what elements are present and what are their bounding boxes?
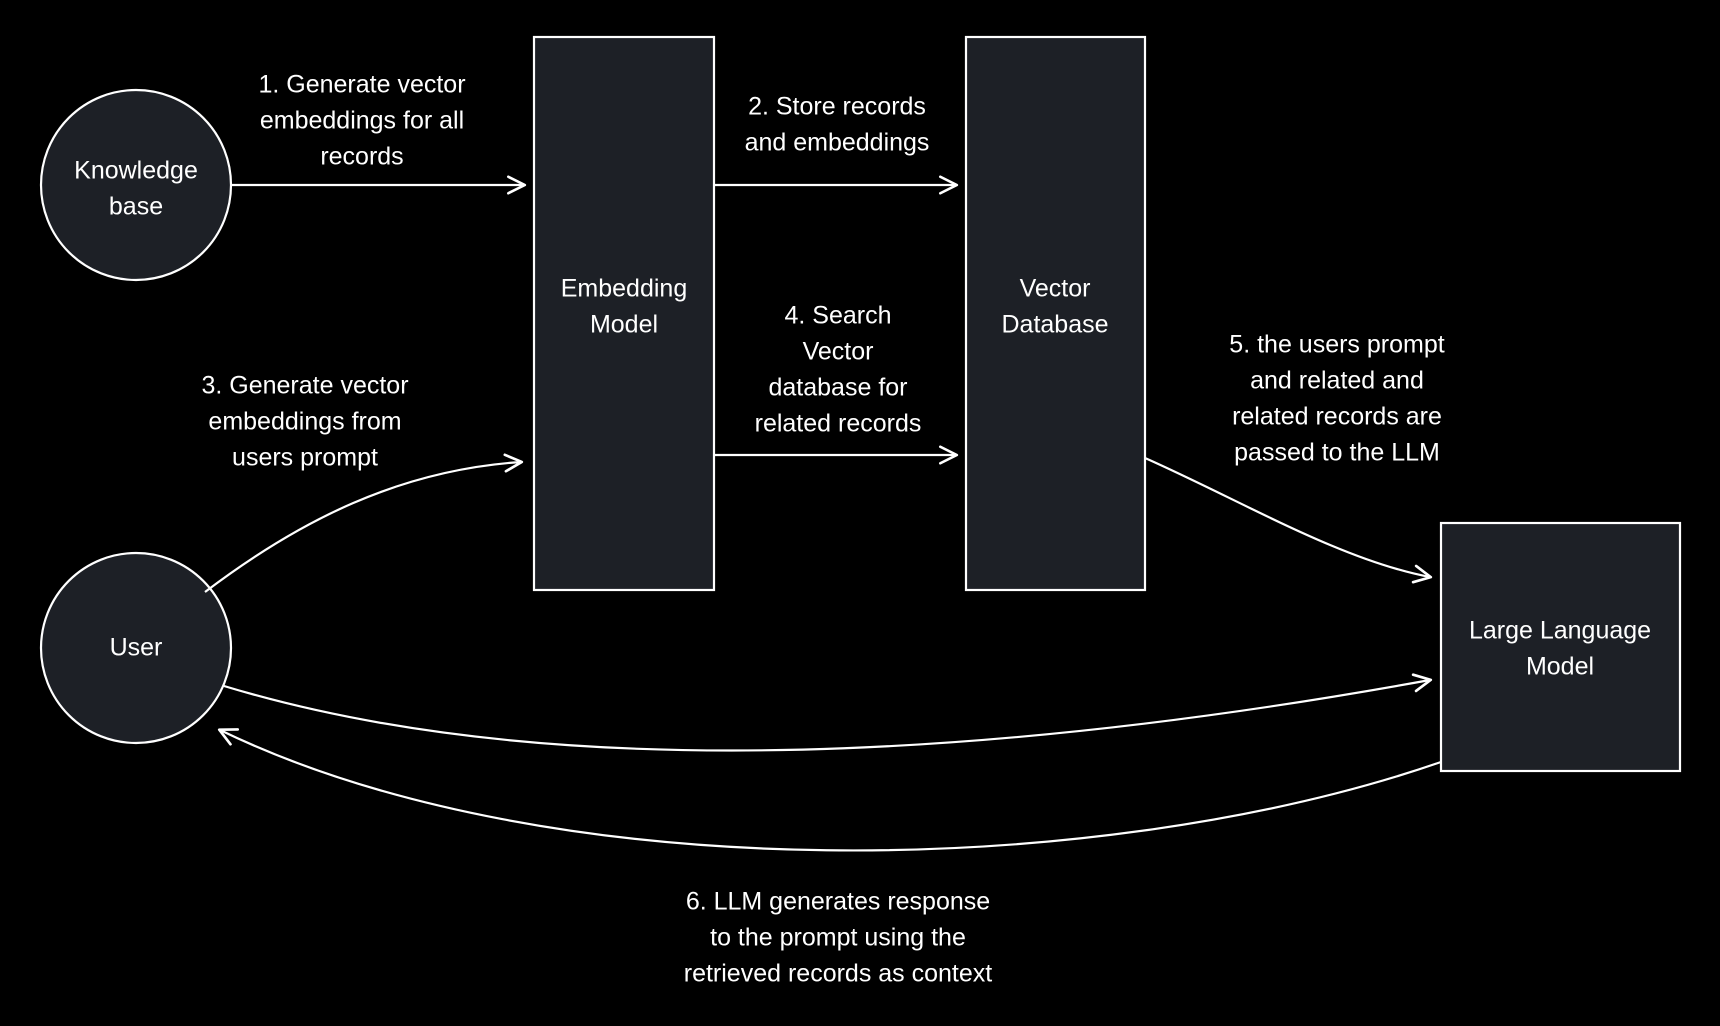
edge-6-line — [217, 728, 1442, 852]
edge-5-label-line4: passed to the LLM — [1234, 439, 1440, 467]
vector-database-label-line1: Vector — [1020, 275, 1091, 303]
embedding-model-box[interactable] — [532, 35, 716, 592]
edge-4-label-line2: Vector — [803, 338, 874, 366]
edge-3-user-to-embedding-model: 3. Generate vector embeddings from users… — [201, 372, 524, 593]
vector-database-box[interactable] — [964, 35, 1147, 592]
large-language-model-label-line2: Model — [1526, 653, 1594, 681]
edge-4-embedding-model-to-vector-database: 4. Search Vector database for related re… — [714, 302, 959, 465]
large-language-model-label-line1: Large Language — [1469, 617, 1651, 645]
edge-6-label-line2: to the prompt using the — [710, 924, 966, 952]
knowledge-base-label-line2: base — [109, 193, 163, 221]
edge-user-to-large-language-model — [223, 673, 1433, 752]
edge-4-label-line4: related records — [755, 410, 922, 438]
edge-3-label-line3: users prompt — [232, 444, 378, 472]
edge-5-line — [1144, 456, 1433, 584]
edge-1-knowledge-base-to-embedding-model: 1. Generate vector embeddings for all re… — [231, 71, 527, 195]
edge-2-label-line2: and embeddings — [745, 129, 930, 157]
vector-database-label-line2: Database — [1001, 311, 1108, 339]
knowledge-base-circle[interactable] — [39, 88, 233, 282]
node-vector-database[interactable]: Vector Database — [964, 35, 1147, 592]
edge-5-label-line2: and related and — [1250, 367, 1424, 395]
edge-6-label-line3: retrieved records as context — [684, 960, 993, 988]
edge-4-label-line3: database for — [769, 374, 908, 402]
user-circle[interactable] — [39, 551, 233, 745]
edge-2-label-line1: 2. Store records — [748, 93, 926, 121]
large-language-model-box[interactable] — [1439, 521, 1682, 773]
knowledge-base-label-line1: Knowledge — [74, 157, 198, 185]
edge-1-label-line2: embeddings for all — [260, 107, 464, 135]
edge-3-label-line1: 3. Generate vector — [201, 372, 408, 400]
node-knowledge-base[interactable]: Knowledge base — [39, 88, 233, 282]
node-user[interactable]: User — [39, 551, 233, 745]
edge-4-label-line1: 4. Search — [784, 302, 891, 330]
edge-user-to-llm-line — [223, 673, 1433, 752]
edge-2-embedding-model-to-vector-database: 2. Store records and embeddings — [714, 93, 959, 195]
edge-6-label-line1: 6. LLM generates response — [686, 888, 990, 916]
user-label-line1: User — [110, 634, 163, 662]
edge-5-vector-database-to-large-language-model: 5. the users prompt and related and rela… — [1144, 331, 1445, 584]
edge-5-label-line3: related records are — [1232, 403, 1442, 431]
embedding-model-label-line1: Embedding — [561, 275, 687, 303]
edge-1-label-line3: records — [320, 143, 403, 171]
edge-6-large-language-model-to-user: 6. LLM generates response to the prompt … — [217, 728, 1442, 988]
edge-1-label-line1: 1. Generate vector — [258, 71, 465, 99]
edge-5-label-line1: 5. the users prompt — [1229, 331, 1444, 359]
embedding-model-label-line2: Model — [590, 311, 658, 339]
node-embedding-model[interactable]: Embedding Model — [532, 35, 716, 592]
edge-3-label-line2: embeddings from — [208, 408, 401, 436]
node-large-language-model[interactable]: Large Language Model — [1439, 521, 1682, 773]
edge-3-line — [204, 453, 524, 593]
